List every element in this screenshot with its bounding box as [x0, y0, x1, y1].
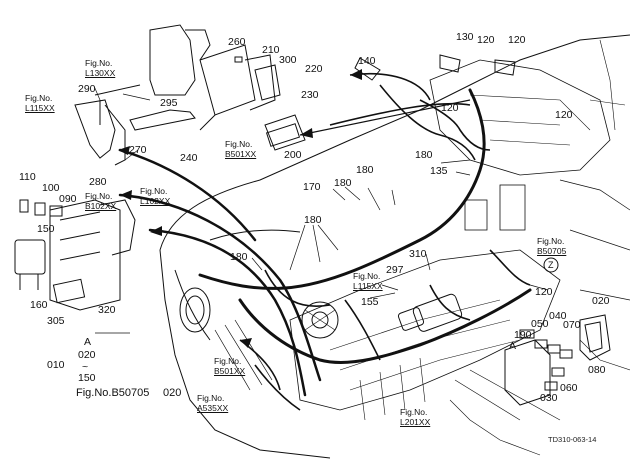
part-label-020-right: 020: [592, 295, 610, 307]
part-label-320: 320: [98, 304, 116, 316]
part-label-090: 090: [59, 193, 77, 205]
fig-ref-l130-number: L130XX: [85, 67, 116, 78]
fig-ref-l201[interactable]: Fig.No. L201XX: [400, 407, 431, 427]
fig-ref-b50705-prefix: Fig.No.: [537, 236, 565, 246]
part-label-180e: 180: [230, 251, 248, 263]
part-label-050: 050: [531, 318, 549, 330]
part-label-210: 210: [262, 44, 280, 56]
fig-ref-b102[interactable]: Fig.No. B102XX: [85, 191, 117, 211]
part-label-290: 290: [78, 83, 96, 95]
part-label-220: 220: [305, 63, 323, 75]
range-fig-020: 020: [163, 387, 182, 399]
part-label-300: 300: [279, 54, 297, 66]
range-start-020: 020: [78, 349, 96, 361]
part-label-190: 190: [514, 329, 532, 341]
fig-ref-b102-number: B102XX: [85, 200, 117, 211]
part-label-230: 230: [301, 89, 319, 101]
part-label-310: 310: [409, 248, 427, 260]
part-label-140: 140: [358, 55, 376, 67]
part-label-180c: 180: [334, 177, 352, 189]
part-label-120c: 120: [441, 102, 459, 114]
part-label-260: 260: [228, 36, 246, 48]
fig-ref-l115-top[interactable]: Fig.No. L115XX: [25, 93, 55, 113]
fig-ref-l201-prefix: Fig.No.: [400, 407, 428, 417]
fig-ref-a535[interactable]: Fig.No. A535XX: [197, 393, 229, 413]
fig-ref-a535-number: A535XX: [197, 402, 229, 413]
part-label-130: 130: [456, 31, 474, 43]
fig-ref-l130[interactable]: Fig.No. L130XX: [85, 58, 116, 78]
fig-ref-l201-number: L201XX: [400, 416, 431, 427]
part-label-180a: 180: [415, 149, 433, 161]
part-label-060: 060: [560, 382, 578, 394]
fig-ref-l102[interactable]: Fig.No. L102XX: [140, 186, 171, 206]
part-label-170: 170: [303, 181, 321, 193]
part-label-150: 150: [37, 223, 55, 235]
part-label-100: 100: [42, 182, 60, 194]
part-label-240: 240: [180, 152, 198, 164]
fig-ref-b501-bottom[interactable]: Fig.No. B501XX: [214, 356, 246, 376]
fig-ref-b50705-number: B50705: [537, 245, 567, 256]
part-label-280: 280: [89, 176, 107, 188]
part-label-297: 297: [386, 264, 404, 276]
fig-ref-l115-top-number: L115XX: [25, 102, 55, 113]
marker-a: A: [509, 340, 517, 352]
part-label-120e: 120: [535, 286, 553, 298]
marker-z: Z: [548, 260, 554, 270]
range-start-a: A: [84, 336, 92, 348]
fig-ref-l115-top-prefix: Fig.No.: [25, 93, 53, 103]
part-label-160: 160: [30, 299, 48, 311]
fig-ref-b501-bottom-number: B501XX: [214, 365, 246, 376]
drawing-code: TD310-063-14: [548, 435, 597, 444]
part-label-295: 295: [160, 97, 178, 109]
part-label-030: 030: [540, 392, 558, 404]
part-label-180d: 180: [304, 214, 322, 226]
part-label-010: 010: [47, 359, 65, 371]
range-tilde: ~: [82, 361, 89, 373]
range-end-150: 150: [78, 372, 96, 384]
fig-ref-l102-number: L102XX: [140, 195, 171, 206]
fig-ref-l115-mid[interactable]: Fig.No. L115XX: [353, 271, 383, 291]
part-label-120b: 120: [508, 34, 526, 46]
part-label-270: 270: [129, 144, 147, 156]
part-label-305: 305: [47, 315, 65, 327]
part-label-080: 080: [588, 364, 606, 376]
part-label-120a: 120: [477, 34, 495, 46]
part-label-070: 070: [563, 319, 581, 331]
range-fig-ref: Fig.No.B50705: [76, 387, 150, 399]
fig-ref-b50705[interactable]: Fig.No. B50705: [537, 236, 567, 256]
part-label-120d: 120: [555, 109, 573, 121]
fig-ref-a535-prefix: Fig.No.: [197, 393, 225, 403]
fig-ref-l115-mid-prefix: Fig.No.: [353, 271, 381, 281]
fig-ref-b501-bottom-prefix: Fig.No.: [214, 356, 242, 366]
fig-ref-b102-prefix: Fig.No.: [85, 191, 113, 201]
part-label-135: 135: [430, 165, 448, 177]
fig-ref-l130-prefix: Fig.No.: [85, 58, 113, 68]
fig-ref-b501-top-prefix: Fig.No.: [225, 139, 253, 149]
part-label-180b: 180: [356, 164, 374, 176]
part-label-110: 110: [19, 171, 36, 183]
part-label-040: 040: [549, 310, 567, 322]
fig-ref-l102-prefix: Fig.No.: [140, 186, 168, 196]
fig-ref-l115-mid-number: L115XX: [353, 280, 383, 291]
part-label-155: 155: [361, 296, 379, 308]
fig-ref-b501-top[interactable]: Fig.No. B501XX: [225, 139, 257, 159]
fig-ref-b501-top-number: B501XX: [225, 148, 257, 159]
part-label-200: 200: [284, 149, 302, 161]
